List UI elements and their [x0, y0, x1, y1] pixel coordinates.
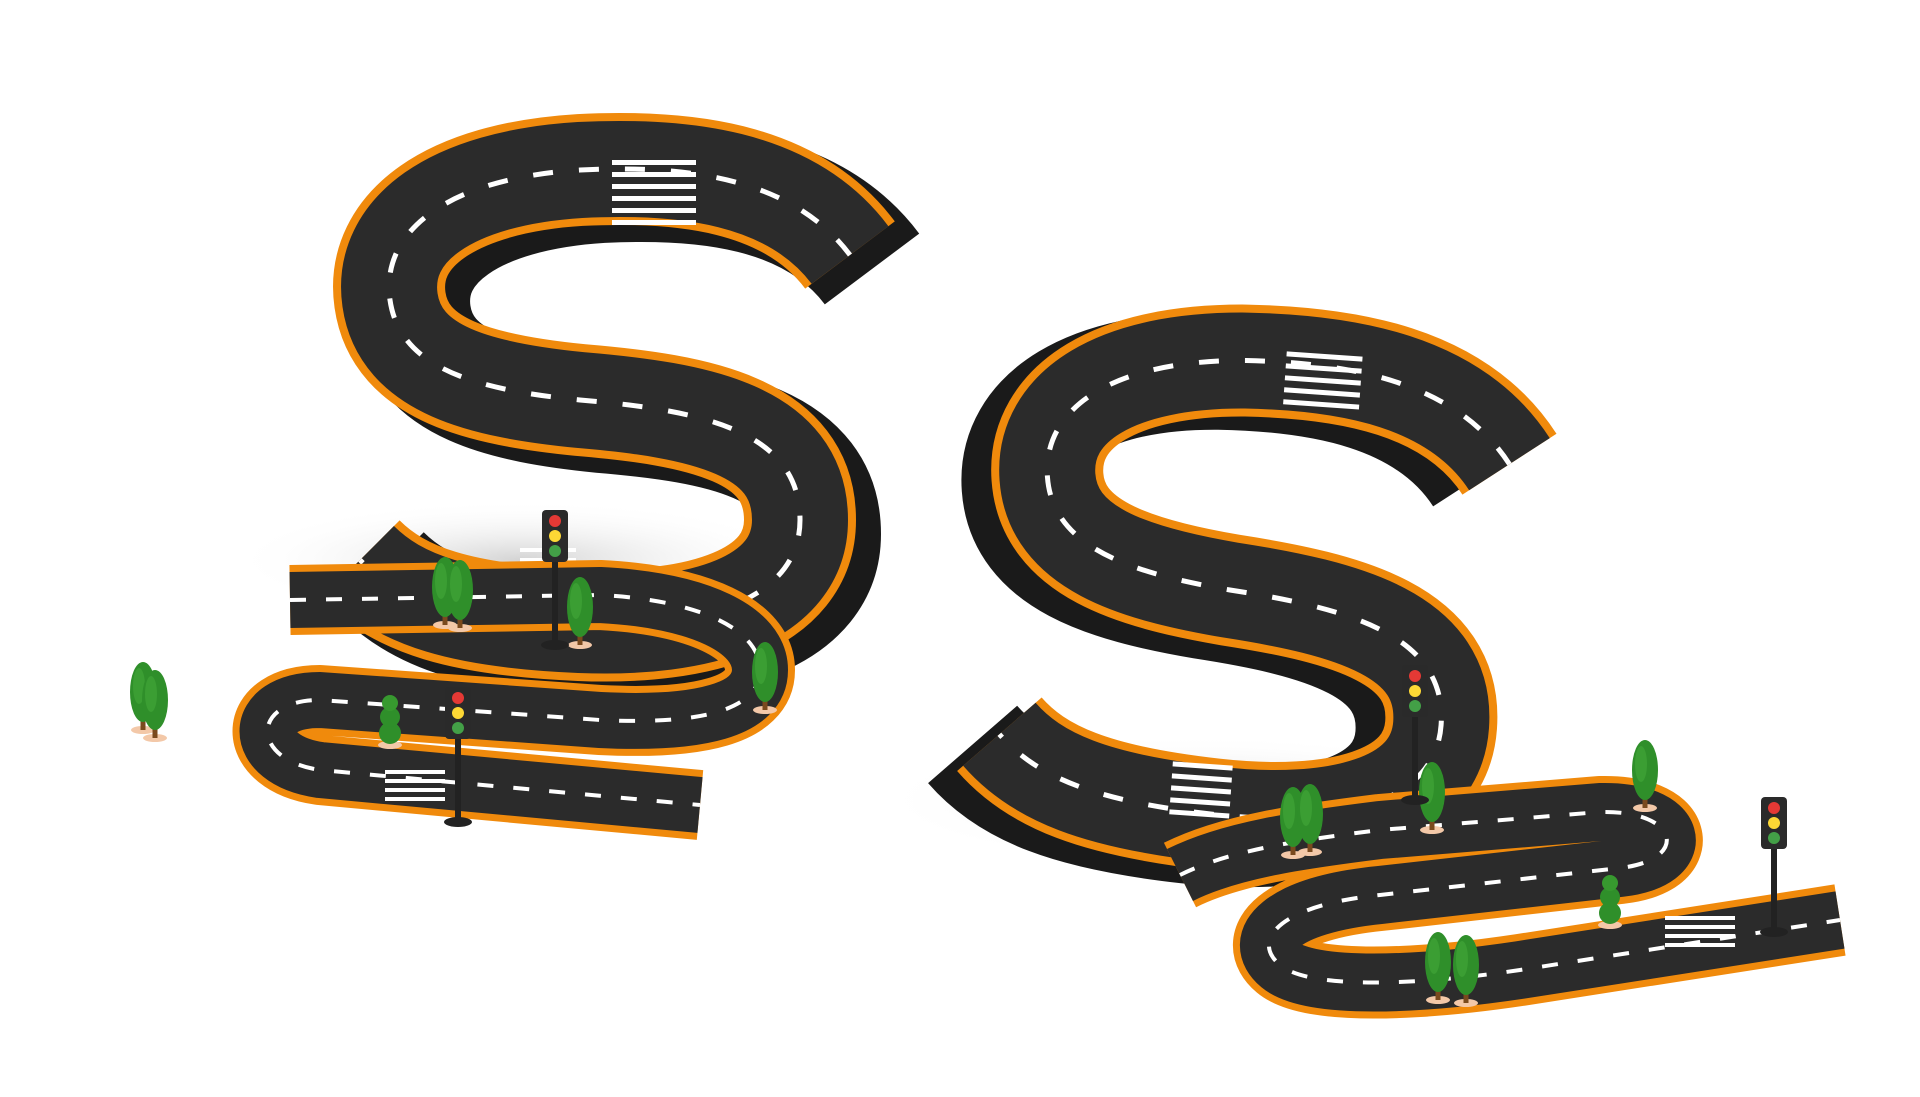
flat-road-s-right	[1163, 776, 1846, 1019]
right-road-group	[880, 331, 1846, 1019]
crosswalk	[612, 160, 696, 225]
crosswalk	[1665, 916, 1735, 947]
road-letter-s-right	[968, 331, 1516, 845]
crosswalk	[1283, 351, 1363, 410]
left-road-group	[130, 160, 872, 840]
crosswalk	[1169, 761, 1233, 819]
flat-road-s-left	[232, 560, 795, 840]
crosswalk	[385, 770, 445, 801]
